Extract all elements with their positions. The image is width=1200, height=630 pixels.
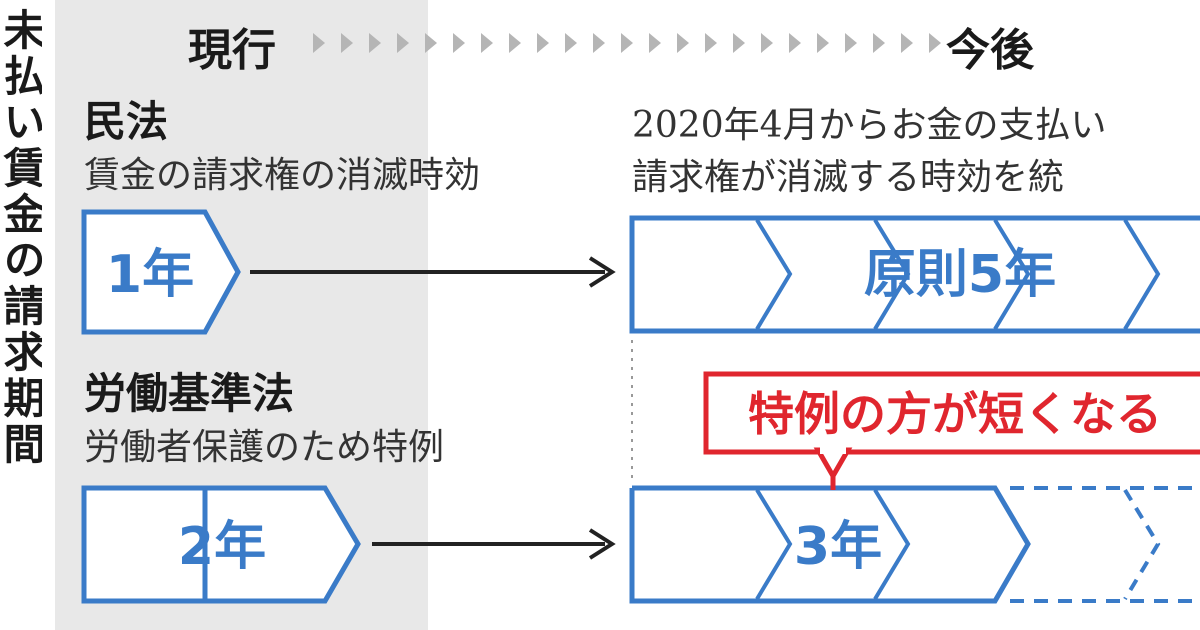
labor-arrow <box>372 528 616 560</box>
civil-future-note-line1: 2020年4月からお金の支払い <box>632 105 1107 146</box>
civil-law-description: 賃金の請求権の消滅時効 <box>84 155 481 196</box>
civil-future-period: 原則5年 <box>864 245 1056 305</box>
labor-current-box <box>81 485 361 604</box>
labor-current-period: 2年 <box>178 517 266 577</box>
labor-future-box <box>629 485 1200 604</box>
header-chevrons <box>313 33 941 53</box>
civil-future-box <box>629 215 1200 334</box>
callout-text: 特例の方が短くなる <box>748 387 1162 441</box>
civil-law-name: 民法 <box>84 97 169 146</box>
civil-current-box <box>81 209 241 335</box>
header-current-label: 現行 <box>188 25 276 76</box>
labor-future-period: 3年 <box>794 517 882 577</box>
labor-law-description: 労働者保護のため特例 <box>84 427 445 468</box>
civil-future-note-line2: 請求権が消滅する時効を統 <box>632 157 1065 198</box>
civil-current-period: 1年 <box>106 245 194 305</box>
diagram-title: 未払い賃金の請求期間 <box>0 8 42 468</box>
callout-box <box>703 371 1200 490</box>
labor-law-name: 労働基準法 <box>84 369 295 418</box>
header-future-label: 今後 <box>946 25 1034 76</box>
civil-arrow <box>250 256 616 288</box>
